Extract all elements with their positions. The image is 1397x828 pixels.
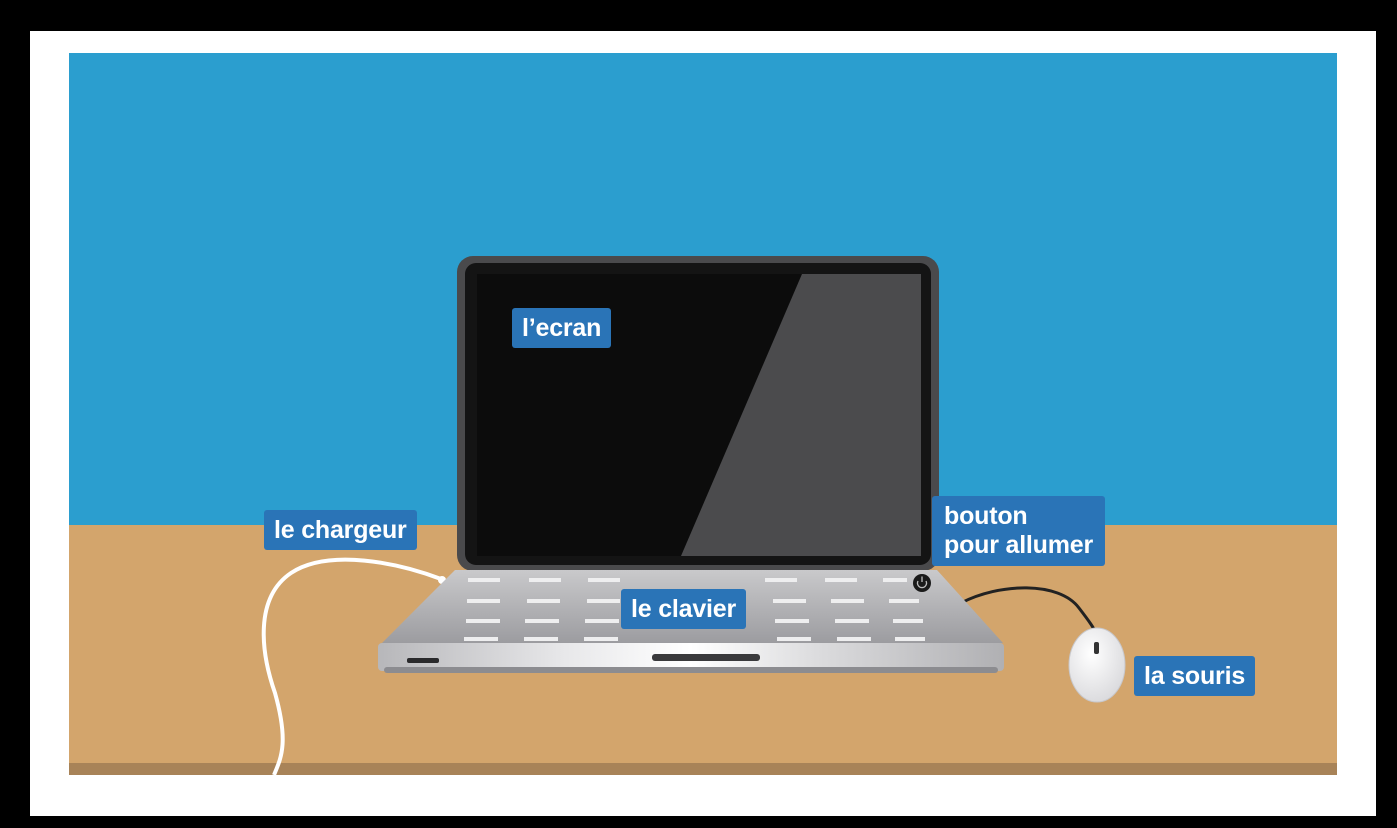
label-charger: le chargeur [264, 510, 417, 550]
label-screen: l’ecran [512, 308, 611, 348]
label-power-button-line1: bouton [944, 502, 1093, 531]
label-power-button-line2: pour allumer [944, 531, 1093, 560]
label-mouse: la souris [1134, 656, 1255, 696]
mouse-icon [1069, 628, 1125, 702]
label-keyboard: le clavier [621, 589, 746, 629]
laptop-front-shadow [384, 667, 998, 673]
label-power-button: bouton pour allumer [932, 496, 1105, 566]
desk-edge [69, 763, 1337, 775]
power-button-icon [913, 574, 931, 592]
laptop-diagram: l’ecran le chargeur bouton pour allumer … [69, 53, 1337, 775]
front-notch [652, 654, 760, 661]
led-indicator [407, 658, 439, 663]
